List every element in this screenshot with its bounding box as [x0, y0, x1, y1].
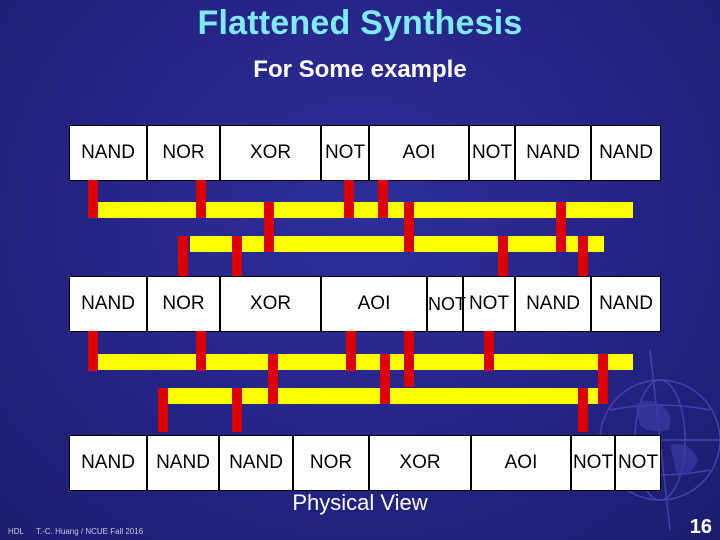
gate-cell: AOI — [320, 277, 426, 331]
wire-stub — [346, 331, 356, 371]
wire-stub — [578, 388, 588, 432]
wire-stub — [378, 180, 388, 218]
gate-cell: NAND — [514, 277, 590, 331]
wire-stub — [232, 388, 242, 432]
wire-stub — [556, 202, 566, 252]
gate-cell: NAND — [514, 126, 590, 180]
wire-stub — [88, 331, 98, 371]
slide-title: Flattened Synthesis — [197, 4, 523, 42]
gate-cell: NOR — [146, 277, 219, 331]
gate-cell: NOR — [292, 436, 368, 490]
gate-cell: NOR — [146, 126, 219, 180]
gate-cell: NAND — [81, 293, 135, 314]
wire-stub — [578, 236, 588, 278]
wire-stub — [268, 354, 278, 404]
wire-stub — [380, 354, 390, 404]
page-number: 16 — [689, 516, 712, 538]
wire-bar — [97, 354, 633, 370]
gate-cell: NAND — [81, 452, 135, 473]
wire-stub — [88, 180, 98, 218]
wire-stub — [178, 236, 188, 278]
wire-stub — [404, 202, 414, 252]
gate-cell: NAND — [590, 126, 660, 180]
wire-bar — [97, 202, 633, 218]
gate-cell: NAND — [590, 277, 660, 331]
gate-cell: NOT — [462, 277, 514, 331]
gate-cell: AOI — [470, 436, 570, 490]
wire-bar — [190, 236, 604, 252]
gate-cell: NAND — [218, 436, 292, 490]
gate-cell: NOT — [614, 436, 660, 490]
gate-cell: NOT — [468, 126, 514, 180]
gate-cell: NOT — [426, 277, 466, 331]
footer-author: T.-C. Huang / NCUE Fall 2016 — [36, 527, 144, 536]
gate-cell: NOT — [320, 126, 368, 180]
wire-stub — [404, 331, 414, 387]
wire-stub — [232, 236, 242, 278]
wire-stub — [196, 331, 206, 371]
wire-stub — [598, 354, 608, 404]
wire-stub — [344, 180, 354, 218]
wire-stub — [264, 202, 274, 252]
cell-row-2: NAND NOR XOR AOI NOT NOT NAND NAND — [69, 276, 661, 332]
physical-view-caption: Physical View — [292, 490, 428, 515]
gate-cell: AOI — [368, 126, 468, 180]
wire-stub — [498, 236, 508, 278]
gate-cell: XOR — [368, 436, 470, 490]
wire-stub — [484, 331, 494, 371]
footer-course: HDL — [8, 527, 25, 536]
slide-subtitle: For Some example — [253, 56, 467, 83]
gate-cell: NOT — [570, 436, 614, 490]
wire-stub — [158, 388, 168, 432]
gate-cell: NAND — [146, 436, 218, 490]
gate-cell: XOR — [219, 126, 320, 180]
gate-cell: XOR — [219, 277, 320, 331]
cell-row-1: NAND NOR XOR NOT AOI NOT NAND NAND — [69, 125, 661, 181]
wire-stub — [196, 180, 206, 218]
gate-cell: NAND — [81, 142, 135, 163]
cell-row-3: NAND NAND NAND NOR XOR AOI NOT NOT — [69, 435, 661, 491]
